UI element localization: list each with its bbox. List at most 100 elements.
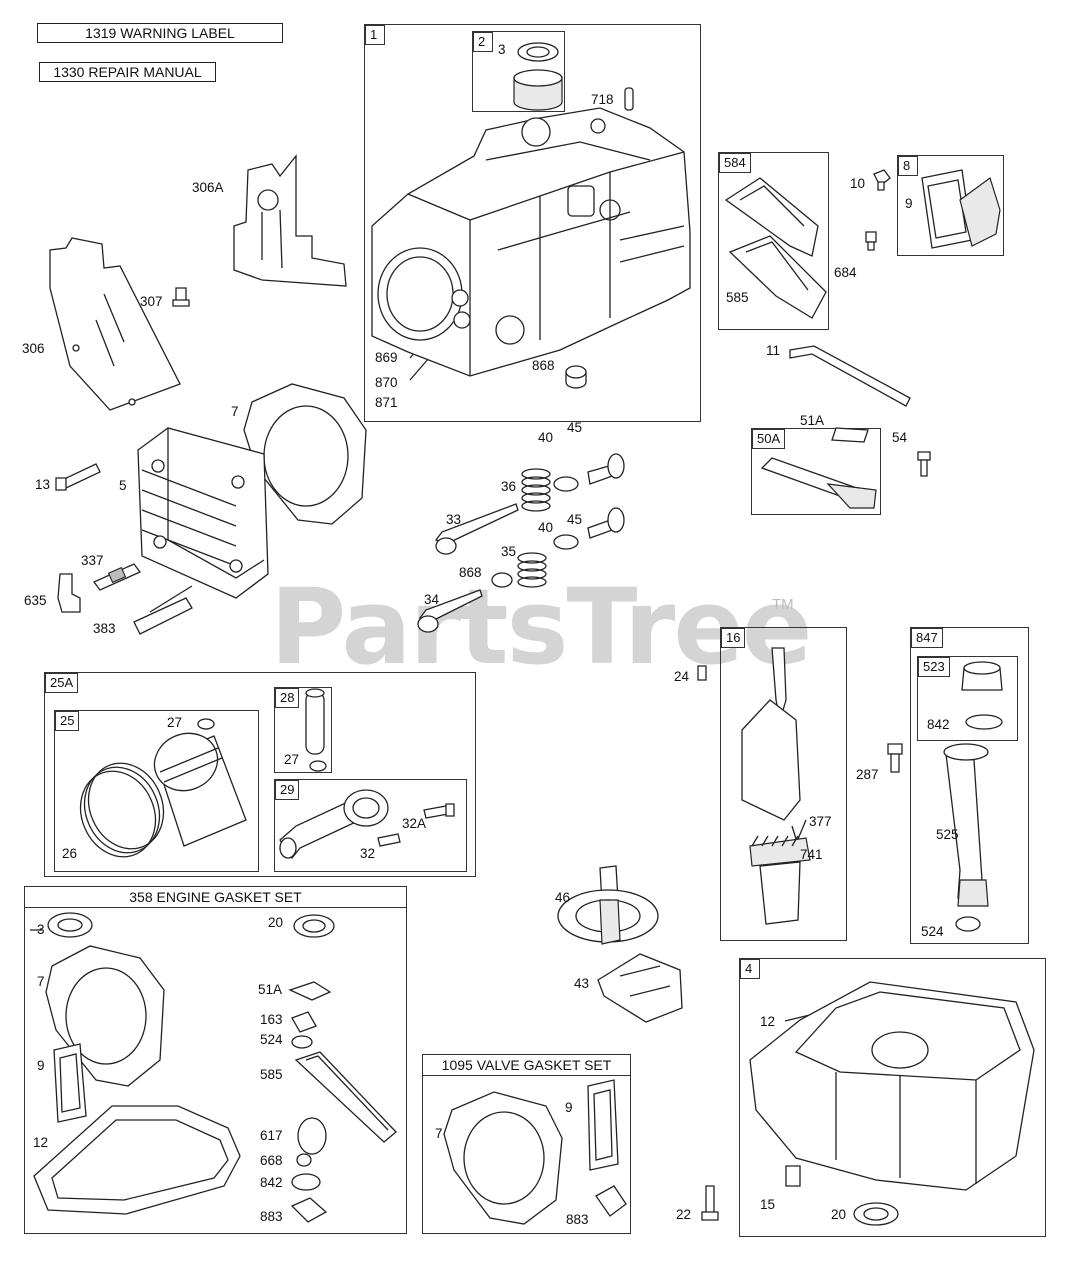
group-28-frame: 28	[274, 687, 332, 773]
label-12[interactable]: 12	[760, 1014, 776, 1029]
label-set-51A[interactable]: 51A	[258, 982, 283, 997]
label-10[interactable]: 10	[850, 176, 866, 191]
piston-rings-icon	[67, 751, 177, 869]
label-741[interactable]: 741	[800, 847, 823, 862]
group-847-tag[interactable]: 847	[911, 628, 943, 648]
label-set-668[interactable]: 668	[260, 1153, 283, 1168]
label-40[interactable]: 40	[538, 430, 554, 445]
label-868[interactable]: 868	[532, 358, 555, 373]
label-870[interactable]: 870	[375, 375, 398, 390]
group-4-frame: 4	[739, 958, 1046, 1237]
label-337[interactable]: 337	[81, 553, 104, 568]
dipstick-cap-icon	[962, 662, 1002, 729]
label-set-842[interactable]: 842	[260, 1175, 283, 1190]
set-seal-3-icon	[48, 913, 92, 937]
label-868b[interactable]: 868	[459, 565, 482, 580]
label-287[interactable]: 287	[856, 767, 879, 782]
label-524[interactable]: 524	[921, 924, 944, 939]
label-20[interactable]: 20	[831, 1207, 847, 1222]
group-16-tag[interactable]: 16	[721, 628, 746, 648]
group-25-tag[interactable]: 25	[55, 711, 80, 731]
group-523-tag[interactable]: 523	[918, 657, 950, 677]
label-585[interactable]: 585	[726, 290, 749, 305]
group-25A-frame: 25A	[44, 672, 476, 877]
label-54[interactable]: 54	[892, 430, 908, 445]
label-34[interactable]: 34	[424, 592, 440, 607]
label-718[interactable]: 718	[591, 92, 614, 107]
label-vset-7[interactable]: 7	[435, 1126, 443, 1141]
set-gasket-163-icon	[292, 1012, 316, 1032]
label-307[interactable]: 307	[140, 294, 163, 309]
label-377[interactable]: 377	[809, 814, 832, 829]
group-28-tag[interactable]: 28	[275, 688, 300, 708]
label-24[interactable]: 24	[674, 669, 690, 684]
label-set-163[interactable]: 163	[260, 1012, 283, 1027]
label-32[interactable]: 32	[360, 846, 376, 861]
group-25A-tag[interactable]: 25A	[45, 673, 79, 693]
label-9[interactable]: 9	[905, 196, 913, 211]
label-13[interactable]: 13	[35, 477, 51, 492]
seal-icon	[518, 43, 558, 61]
label-871[interactable]: 871	[375, 395, 398, 410]
label-3[interactable]: 3	[498, 42, 506, 57]
label-22[interactable]: 22	[676, 1207, 692, 1222]
label-306[interactable]: 306	[22, 341, 45, 356]
label-set-883[interactable]: 883	[260, 1209, 283, 1224]
bolt-32A-icon	[424, 804, 454, 818]
label-525[interactable]: 525	[936, 827, 959, 842]
wrist-pin-icon	[306, 689, 326, 771]
label-set-585[interactable]: 585	[260, 1067, 283, 1082]
label-27b[interactable]: 27	[284, 752, 300, 767]
group-8-tag[interactable]: 8	[898, 156, 918, 176]
label-set-524[interactable]: 524	[260, 1032, 283, 1047]
label-33[interactable]: 33	[446, 512, 462, 527]
label-869[interactable]: 869	[375, 350, 398, 365]
label-set-12[interactable]: 12	[33, 1135, 49, 1150]
label-15[interactable]: 15	[760, 1197, 776, 1212]
spring-35-icon	[518, 553, 546, 587]
group-584-tag[interactable]: 584	[719, 153, 751, 173]
group-4-tag[interactable]: 4	[740, 959, 760, 979]
label-set-617[interactable]: 617	[260, 1128, 283, 1143]
set-gasket-9-icon	[54, 1044, 86, 1122]
repair-manual-box[interactable]: 1330 REPAIR MANUAL	[39, 62, 216, 82]
label-43[interactable]: 43	[574, 976, 590, 991]
label-27[interactable]: 27	[167, 715, 183, 730]
label-32A[interactable]: 32A	[402, 816, 427, 831]
group-29-tag[interactable]: 29	[275, 780, 300, 800]
group-1-tag[interactable]: 1	[365, 25, 385, 45]
warning-label-box[interactable]: 1319 WARNING LABEL	[37, 23, 283, 43]
label-35[interactable]: 35	[501, 544, 517, 559]
label-45b[interactable]: 45	[567, 512, 583, 527]
label-36[interactable]: 36	[501, 479, 517, 494]
label-40b[interactable]: 40	[538, 520, 554, 535]
label-51A[interactable]: 51A	[800, 413, 825, 428]
label-5[interactable]: 5	[119, 478, 127, 493]
shield-306-icon	[50, 238, 180, 410]
label-11[interactable]: 11	[766, 343, 781, 358]
label-7[interactable]: 7	[231, 404, 239, 419]
group-2-tag[interactable]: 2	[473, 32, 493, 52]
label-635[interactable]: 635	[24, 593, 47, 608]
label-set-3[interactable]: 3	[37, 922, 45, 937]
breather-cover-icon	[922, 170, 1000, 248]
label-842[interactable]: 842	[927, 717, 950, 732]
tappet-45-icon	[588, 454, 624, 538]
engine-gasket-set-title[interactable]: 358 ENGINE GASKET SET	[25, 887, 406, 908]
valve-34-icon	[418, 590, 482, 632]
label-306A[interactable]: 306A	[192, 180, 224, 195]
label-vset-9[interactable]: 9	[565, 1100, 573, 1115]
label-26[interactable]: 26	[62, 846, 78, 861]
label-383[interactable]: 383	[93, 621, 116, 636]
label-46[interactable]: 46	[555, 890, 571, 905]
label-set-7[interactable]: 7	[37, 974, 45, 989]
label-set-20[interactable]: 20	[268, 915, 284, 930]
label-45[interactable]: 45	[567, 420, 583, 435]
label-set-9[interactable]: 9	[37, 1058, 45, 1073]
label-684[interactable]: 684	[834, 265, 857, 280]
group-50A-tag[interactable]: 50A	[752, 429, 786, 449]
piston-icon	[146, 724, 246, 846]
valve-gasket-set-title[interactable]: 1095 VALVE GASKET SET	[423, 1055, 630, 1076]
label-vset-883[interactable]: 883	[566, 1212, 589, 1227]
